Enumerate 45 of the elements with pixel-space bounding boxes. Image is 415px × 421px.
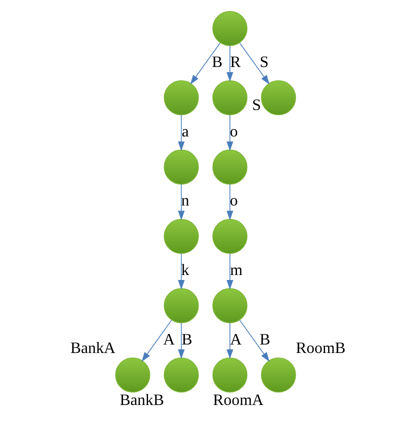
edge-label: o xyxy=(229,192,238,210)
edge-label: R xyxy=(230,54,240,72)
node-circle xyxy=(212,80,247,116)
node-circle xyxy=(163,80,198,116)
arrow xyxy=(226,253,233,290)
arrow xyxy=(177,253,184,290)
arrow xyxy=(141,320,172,362)
node-label: RoomA xyxy=(212,392,263,409)
edge-label: B xyxy=(211,54,222,72)
arrow xyxy=(226,184,233,220)
edge-label: A xyxy=(230,331,242,348)
node-circle xyxy=(163,150,198,185)
node-circle xyxy=(260,80,296,116)
arrow xyxy=(226,322,233,359)
arrow xyxy=(177,114,184,152)
node-circle xyxy=(163,357,198,393)
edge-label: B xyxy=(181,331,192,348)
node-circle xyxy=(114,357,150,393)
edge-label: m xyxy=(230,262,242,280)
arrow xyxy=(177,322,184,359)
node-circle xyxy=(260,357,296,393)
arrow xyxy=(226,114,233,152)
node-circle xyxy=(163,288,198,324)
node-label: BankA xyxy=(70,340,115,358)
edge-label: n xyxy=(180,192,189,210)
arrow xyxy=(238,42,270,84)
node-label: RoomB xyxy=(295,340,345,358)
edge-label: A xyxy=(162,331,174,348)
node-circle xyxy=(212,357,247,393)
node-circle xyxy=(163,218,198,254)
node-circle xyxy=(212,150,247,185)
node-label: S xyxy=(252,97,261,114)
arrow xyxy=(190,42,220,84)
edge-label: B xyxy=(259,331,270,348)
edge-label: a xyxy=(181,123,188,140)
edge-label: k xyxy=(180,262,189,280)
node-circle xyxy=(212,288,247,324)
node-circle xyxy=(212,10,247,46)
arrow xyxy=(238,320,270,362)
edge-label: o xyxy=(229,123,238,140)
node-circle xyxy=(212,218,247,254)
arrow xyxy=(177,184,184,220)
edge-label: S xyxy=(259,54,268,72)
node-label: BankB xyxy=(119,392,164,409)
arrow xyxy=(226,45,233,82)
